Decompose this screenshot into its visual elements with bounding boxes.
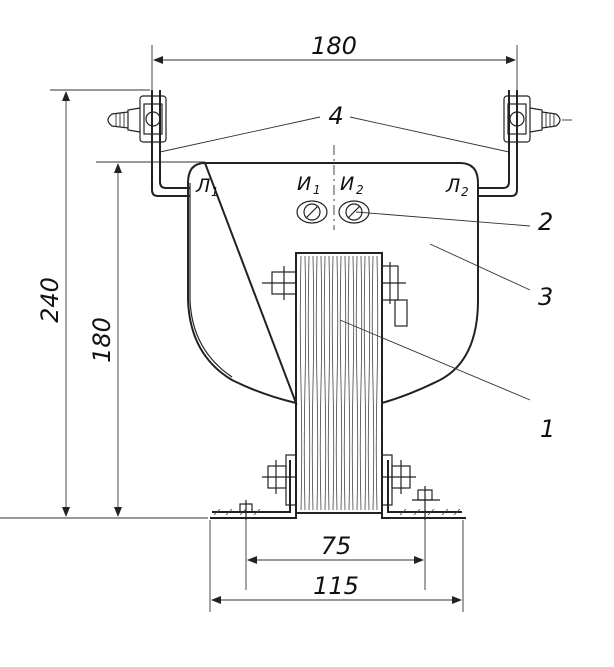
svg-text:Л: Л [195,175,210,197]
core-lamination-line [375,255,379,511]
core-lamination-line [347,255,351,511]
core-lamination-line [323,255,327,511]
callout-3: 3 [538,283,553,311]
dim-overall-height: 240 [0,89,208,519]
svg-text:1: 1 [211,185,219,199]
upper-right-clamp-bolt [381,262,406,304]
base-left-foot [210,460,297,519]
core-lamination-line [319,255,323,511]
dim-inner-height-label: 180 [88,317,116,363]
svg-text:И: И [340,173,354,195]
dim-inner-base: 75 [245,520,426,590]
dim-top-width-label: 180 [311,32,357,60]
leader-3: 3 [429,243,553,311]
svg-text:Л: Л [445,175,460,197]
core-lamination-line [351,255,355,511]
core-lamination-line [331,255,335,511]
left-busbar-bracket [151,90,190,197]
lower-right-clamp-bolt [381,454,416,506]
core-lamination-line [315,255,319,511]
secondary-terminal-right [338,200,370,224]
callout-1: 1 [540,415,555,443]
core-lamination-line [299,255,303,511]
side-plate [394,299,408,327]
leader-2: 2 [355,208,553,236]
svg-text:1: 1 [313,183,321,197]
right-busbar-bracket [478,90,518,197]
upper-left-clamp-bolt [262,266,297,300]
leader-1: 1 [339,319,555,443]
core-lamination-line [311,255,315,511]
dim-overall-height-label: 240 [36,277,64,323]
magnetic-core [295,252,383,514]
svg-text:И: И [297,173,311,195]
dim-outer-base-label: 115 [313,572,359,600]
core-lamination-line [359,255,363,511]
core-lamination-line [371,255,375,511]
housing-left-edge [189,183,233,378]
dim-outer-base: 115 [209,520,464,612]
core-lamination-line [339,255,343,511]
callout-4: 4 [328,102,343,130]
terminal-label-l1: Л 1 [195,175,219,199]
core-lamination-line [327,255,331,511]
left-terminal-bolt [107,95,167,143]
base-right-foot [381,460,466,519]
core-lamination-line [307,255,311,511]
leader-4: 4 [159,102,510,153]
right-terminal-bolt [503,95,572,143]
core-lamination-line [367,255,371,511]
dim-top-width: 180 [151,32,518,92]
housing-body [187,161,479,405]
callout-2: 2 [538,208,553,236]
secondary-terminal-left [296,200,328,224]
terminal-label-l2: Л 2 [445,175,469,199]
core-lamination-line [335,255,339,511]
terminal-label-i2: И 2 [340,173,364,197]
svg-text:2: 2 [356,183,364,197]
core-lamination-line [343,255,347,511]
svg-text:2: 2 [461,185,469,199]
terminal-label-i1: И 1 [297,173,321,197]
base-bolt-left [239,500,253,520]
core-lamination-line [303,255,307,511]
dim-inner-base-label: 75 [321,532,352,560]
base-bolt-right [412,486,440,520]
core-lamination-line [355,255,359,511]
dim-inner-height: 180 [88,161,205,517]
core-lamination-line [363,255,367,511]
